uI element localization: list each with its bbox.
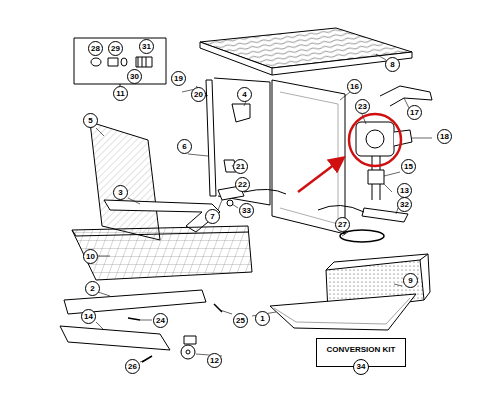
callout-number: 23 (355, 99, 370, 114)
callout-number: 17 (407, 105, 422, 120)
callout-number: 7 (205, 209, 220, 224)
callout-number: 13 (397, 183, 412, 198)
callout-number: 22 (235, 177, 250, 192)
callout-number: 1 (255, 311, 270, 326)
callout-number: 21 (233, 159, 248, 174)
callout-number: 31 (139, 39, 154, 54)
callout-number: 6 (177, 139, 192, 154)
kit-title: CONVERSION KIT (327, 345, 396, 354)
callout-number: 12 (207, 353, 222, 368)
callout-number: 33 (239, 203, 254, 218)
callout-number: 28 (88, 41, 103, 56)
callout-number: 30 (127, 69, 142, 84)
callout-number: 24 (153, 313, 168, 328)
callout-number: 18 (437, 129, 452, 144)
callout-number: 11 (113, 86, 128, 101)
callout-number: 20 (191, 87, 206, 102)
callout-number: 9 (403, 273, 418, 288)
callout-number: 19 (171, 71, 186, 86)
callout-number: 34 (353, 359, 369, 375)
callout-number: 3 (113, 185, 128, 200)
callout-number: 10 (83, 249, 98, 264)
kit-box: CONVERSION KIT34 (316, 338, 407, 367)
callout-number: 8 (385, 57, 400, 72)
callout-number: 4 (237, 87, 252, 102)
callout-number: 32 (397, 197, 412, 212)
callout-number: 25 (233, 313, 248, 328)
callout-number: 27 (335, 217, 350, 232)
callout-number: 5 (83, 113, 98, 128)
callout-number: 26 (125, 359, 140, 374)
callout-number: 15 (401, 159, 416, 174)
callout-number: 14 (81, 309, 96, 324)
callout-number: 2 (85, 281, 100, 296)
callout-number: 16 (347, 79, 362, 94)
callout-number: 29 (108, 41, 123, 56)
